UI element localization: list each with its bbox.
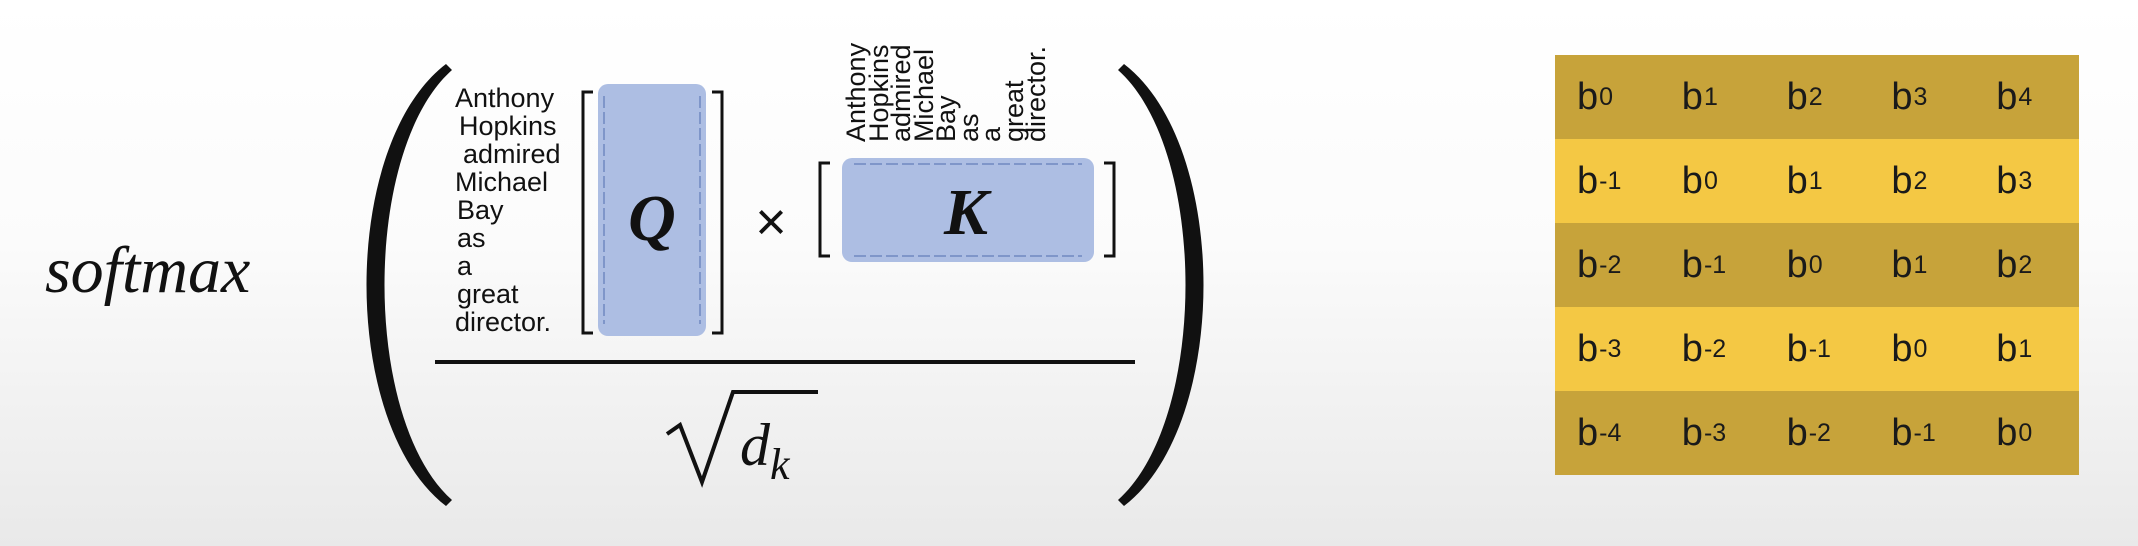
- bias-cell: b-3: [1555, 307, 1660, 391]
- bias-cell: b-3: [1659, 391, 1765, 475]
- denominator-k: k: [770, 440, 791, 489]
- denominator-d: d: [740, 412, 771, 478]
- bias-cell: b-1: [1555, 139, 1660, 223]
- bias-cell: b-2: [1555, 223, 1660, 307]
- query-token: Anthony: [455, 83, 555, 113]
- attention-formula: softmax Q × K dk: [45, 64, 1204, 506]
- key-matrix: K: [818, 158, 1116, 262]
- softmax-label: softmax: [45, 234, 250, 307]
- query-token: a: [457, 251, 473, 281]
- query-token: director.: [455, 307, 552, 337]
- bias-cell: b-1: [1659, 223, 1765, 307]
- bias-cell: b-1: [1764, 307, 1870, 391]
- query-token: Hopkins: [459, 111, 557, 141]
- query-token-list: Anthony Hopkins admired Michael Bay as a…: [455, 84, 585, 336]
- left-parenthesis: [366, 64, 452, 506]
- query-symbol: Q: [628, 182, 676, 255]
- bias-cell: b-1: [1869, 391, 1975, 475]
- query-token: as: [457, 223, 486, 253]
- query-token: admired: [463, 139, 561, 169]
- denominator-base: dk: [740, 412, 791, 489]
- right-parenthesis: [1118, 64, 1204, 506]
- key-token: director.: [1021, 45, 1051, 142]
- bias-cell: b-2: [1659, 307, 1765, 391]
- bias-cell: b-4: [1555, 391, 1660, 475]
- query-token: great: [457, 279, 519, 309]
- times-symbol: ×: [755, 192, 787, 252]
- query-token: Bay: [457, 195, 504, 225]
- key-symbol: K: [943, 176, 992, 249]
- query-token: Michael: [455, 167, 549, 197]
- sqrt-icon: [665, 390, 818, 488]
- bias-cell: b-2: [1764, 391, 1870, 475]
- key-token-list: Anthony Hopkins admired Michael Bay as a…: [841, 43, 1051, 142]
- query-matrix: Q: [581, 84, 724, 336]
